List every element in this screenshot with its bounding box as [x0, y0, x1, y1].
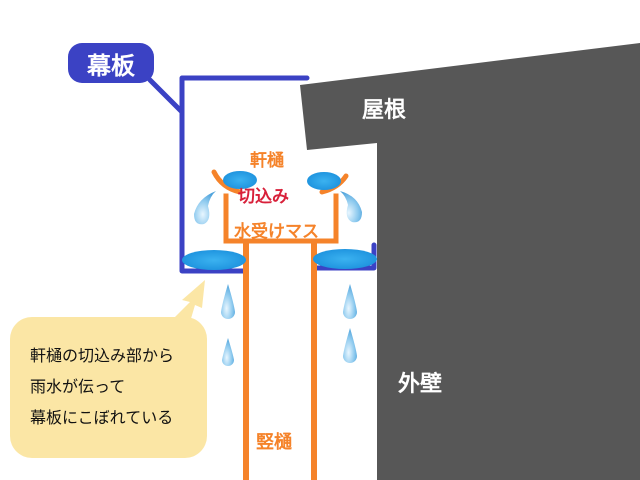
water-drop-icon: [222, 338, 234, 366]
water-drop-icon: [343, 328, 357, 363]
water-drip-icon: [340, 191, 362, 223]
water-drip-icon: [194, 191, 216, 225]
water-drop-icon: [221, 284, 235, 319]
water-puddle-icon: [307, 172, 341, 190]
outer-wall-label: 外壁: [398, 372, 443, 397]
downpipe: [243, 241, 317, 480]
callout-text: 軒樋の切込み部から 雨水が伝って 幕板にこぼれている: [30, 340, 174, 433]
water-box-label: 水受けマス: [234, 222, 319, 242]
roof-label: 屋根: [362, 98, 407, 123]
eaves-gutter-label: 軒樋: [250, 151, 284, 171]
downpipe-label: 竪樋: [256, 432, 292, 453]
callout-line: 幕板にこぼれている: [30, 408, 174, 427]
callout-line: 軒樋の切込み部から: [30, 346, 175, 365]
notch-label: 切込み: [238, 187, 289, 207]
fascia-label-badge: 幕板: [68, 43, 154, 83]
badge-leader-line: [147, 77, 185, 115]
water-puddle-icon: [313, 249, 377, 269]
water-puddle-icon: [223, 171, 257, 189]
water-box: [223, 193, 339, 244]
callout-line: 雨水が伝って: [30, 377, 126, 396]
water-drop-icon: [343, 284, 357, 319]
roof-wall-shape: [300, 43, 640, 480]
water-puddle-icon: [182, 250, 246, 270]
callout-pointer: [170, 280, 205, 322]
callout-bubble: [10, 317, 207, 458]
